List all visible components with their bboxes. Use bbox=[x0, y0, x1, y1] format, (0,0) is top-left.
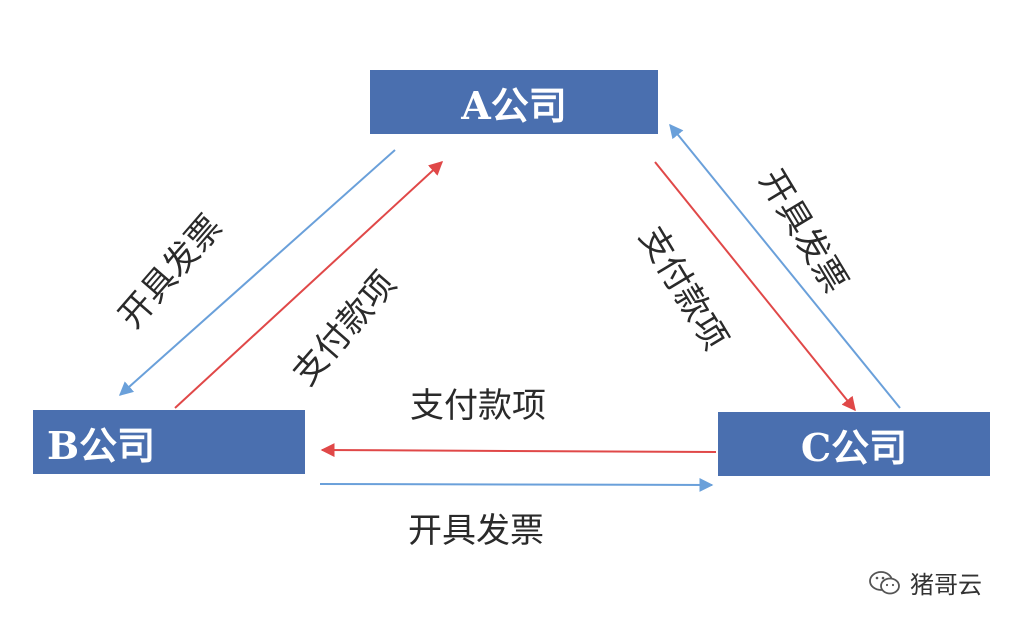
edge-label-c-to-b-payment: 支付款项 bbox=[410, 386, 546, 426]
node-company-a: A公司 bbox=[370, 70, 658, 134]
edge-a-to-b-invoice bbox=[118, 149, 396, 396]
edge-b-to-c-invoice bbox=[319, 477, 714, 492]
edge-c-to-b-payment bbox=[320, 443, 717, 458]
wechat-icon bbox=[869, 570, 900, 594]
edge-a-to-c-payment bbox=[654, 161, 856, 412]
edge-b-to-a-payment bbox=[174, 161, 444, 409]
edge-c-to-a-invoice bbox=[669, 123, 901, 409]
watermark-text: 猪哥云 bbox=[910, 571, 982, 599]
edge-label-b-to-c-invoice: 开具发票 bbox=[408, 511, 544, 551]
watermark: 猪哥云 bbox=[868, 565, 982, 600]
node-company-b: B公司 bbox=[33, 410, 305, 474]
node-company-c: C公司 bbox=[718, 412, 990, 476]
